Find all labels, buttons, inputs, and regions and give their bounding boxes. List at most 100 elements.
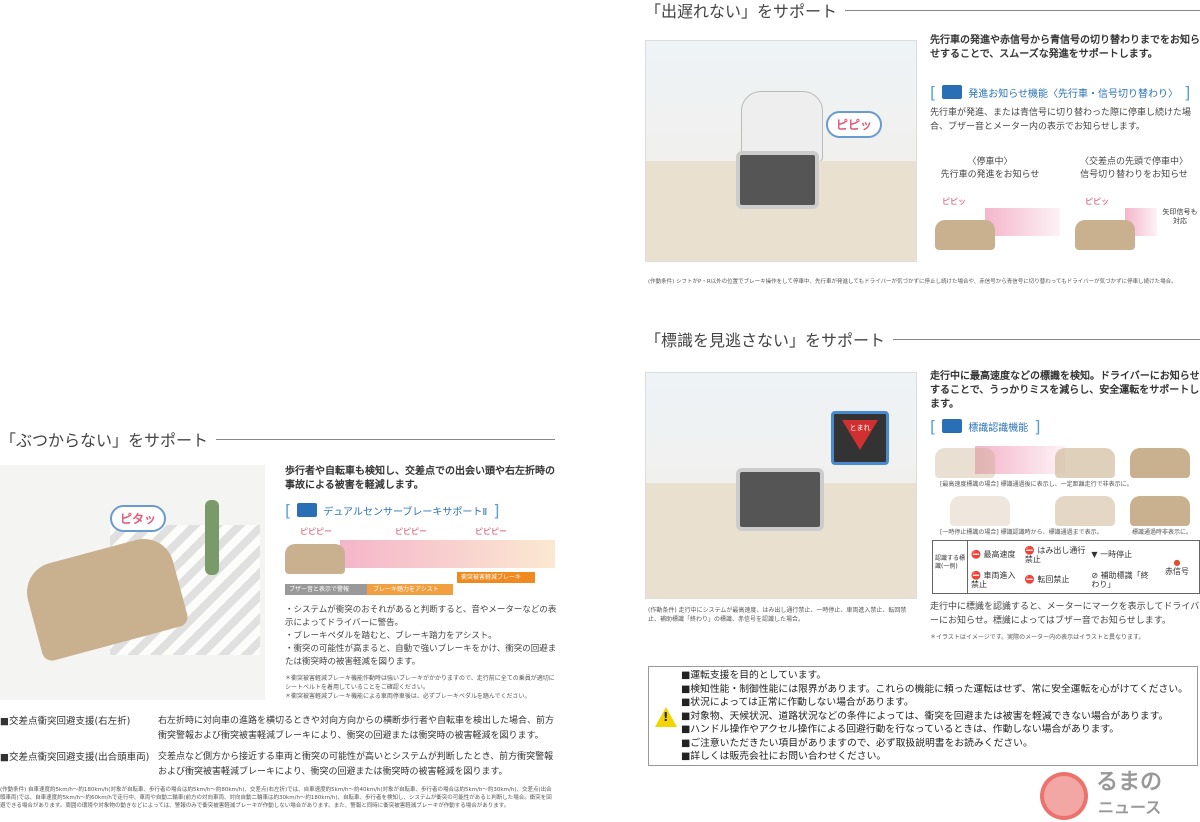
warning-item: ■ご注意いただきたい項目がありますので、必ず取扱説明書をお読みください。 [681,737,1033,749]
sign-label: 赤信号 [1165,567,1189,576]
sign-label: 車両進入禁止 [971,570,1016,589]
bullet-item: ・ブレーキペダルを踏むと、ブレーキ踏力をアシスト。 [285,631,497,641]
beep-text: ピピッ [1085,197,1109,206]
sign-label: はみ出し通行禁止 [1024,545,1086,564]
beep-text: ピピピー [395,527,427,536]
signal-note: 矢印信号も対応 [1162,208,1198,225]
note-list: ＊衝突被害軽減ブレーキ機能作動時は強いブレーキがかかりますので、走行前に全ての乗… [285,674,555,701]
sign-label: 補助標識「終わり」 [1091,570,1149,589]
feature-text: デュアルセンサーブレーキサポートⅡ [323,506,488,518]
label-line: 先行車の発進をお知らせ [940,170,1040,180]
case-caption: [一時停止標識の場合] 標識認識時から、標識通過まで表示。 [940,529,1103,536]
condition-note: (作動条件) 自車速度約5km/h〜約180km/h(対象が自転車、歩行者の場合… [0,787,552,809]
case-caption: [最高速度標識の場合] 標識通過後に表示し、一定距離走行で非表示に。 [940,481,1133,488]
section-heading-signs: 「標識を見逃さない」をサポート [645,327,1200,351]
sensor-beam [985,208,1060,236]
item-row: ■交差点衝突回避支援(出合頭車両) 交差点など側方から接近する車両と衝突の可能性が… [0,750,555,780]
warning-item: ■運転支援を目的としています。 [681,670,827,681]
divider [216,438,555,440]
car [1075,220,1135,250]
illustration-collision-intersection: ピタッ [0,465,265,700]
sign-no-uturn: ⛔ 転回禁止 [1024,575,1070,584]
kuruma-news-logo: るまの ニュース [1040,770,1200,822]
display-screen [736,151,819,209]
diagram-front-car-start: ピピッ [930,190,1060,255]
logo-text: るまの [1096,770,1163,795]
sign-label: 最高速度 [983,550,1016,559]
body-text: 先行車が発進、または青信号に切り替わった際に停車し続けた場合、ブザー音とメーター… [930,108,1192,132]
label-line: 〈停車中〉 [967,157,1013,167]
item-text: 交差点など側方から接近する車両と衝突の可能性が高いとシステムが判断したとき、前方… [158,752,554,777]
diagram-stop-sign [935,494,1200,526]
red-light-icon: ● [1173,558,1181,567]
beep-text: ピピピー [300,527,332,536]
car [1055,496,1115,526]
condition-note: (作動条件) シフトがP・R以外の位置でブレーキ操作をして停車中、先行車が発進し… [648,279,1177,285]
sign-red-light: ●赤信号 [1158,558,1196,576]
diagram-signal-change: ピピッ 矢印信号も対応 [1075,190,1200,255]
item-text: 右左折時に対向車の進路を横切るときや対向方向からの横断歩行者や自転車を検出した場… [158,716,555,741]
warning-icon: ! [655,707,677,727]
divider [845,9,1200,11]
item-title: ■交差点衝突回避支援(出合頭車両) [0,752,150,763]
heading-text: 「ぶつからない」をサポート [0,431,209,450]
condition-note: (作動条件) 走行中にシステムが最高速度、はみ出し通行禁止、一時停止、車両進入禁… [648,607,907,623]
table-head: 認識する標識(一例) [933,541,968,593]
left-diagram-label: 〈停車中〉先行車の発進をお知らせ [930,156,1050,182]
beep-bubble: ピタッ [110,505,167,532]
diagram-brake-support: ピピピー ピピピー ピピピー ブザー音と表示で警報 ブレーキ踏力をアシスト 衝突… [285,526,555,598]
car [285,544,345,574]
car [1130,448,1190,478]
warning-item: ■検知性能・制御性能には限界があります。これらの機能に頼った運転はせず、常に安全… [681,683,1188,695]
illustration-start-cockpit: ピピッ [645,40,917,262]
logo-text: ニュース [1098,798,1162,817]
sign-no-entry: ⛔ 車両進入禁止 [971,570,1016,589]
car [935,448,995,478]
feature-label: [発進お知らせ機能〈先行車・信号切り替わり〉] [930,82,1191,102]
sensor-beam [340,540,555,568]
illustration-signs-cockpit: とまれ [645,372,917,599]
section-heading-collision: 「ぶつからない」をサポート [0,427,555,451]
label-line: 〈交差点の先頭で停車中〉 [1079,157,1188,167]
note-item: ＊衝突被害軽減ブレーキ機能作動時は強いブレーキがかかりますので、走行前に全ての乗… [285,675,555,691]
item-row: ■交差点衝突回避支援(右左折) 右左折時に対向車の進路を横切るときや対向方向からの… [0,714,555,744]
warning-box: ! ■運転支援を目的としています。 ■検知性能・制御性能には限界があります。これ… [648,666,1198,766]
section-heading-start: 「出遅れない」をサポート [645,0,1200,22]
stop-sign-text: とまれ [849,424,871,432]
body-text: 走行中に標識を認識すると、メーターにマークを表示してドライバーにお知らせ。標識に… [930,602,1200,626]
warning-item: ■詳しくは販売会社にお問い合わせください。 [681,751,887,762]
car [950,496,1010,526]
beep-text: ピピピー [475,527,507,536]
bullet-list: ・システムが衝突のおそれがあると判断すると、音やメーターなどの表示によってドライ… [285,604,560,669]
heading-text: 「標識を見逃さない」をサポート [645,331,886,350]
warning-list: ■運転支援を目的としています。 ■検知性能・制御性能には限界があります。これらの… [681,669,1188,764]
feature-text: 標識認識機能 [968,422,1029,434]
feature-icon [942,419,963,433]
heading-text: 「出遅れない」をサポート [645,2,838,21]
feature-label: [デュアルセンサーブレーキサポートⅡ] [285,500,500,520]
pedestrian [205,500,219,575]
bullet-item: ・システムが衝突のおそれがあると判断すると、音やメーターなどの表示によってドライ… [285,605,557,628]
car [1055,448,1115,478]
right-diagram-label: 〈交差点の先頭で停車中〉信号切り替わりをお知らせ [1068,156,1200,182]
feature-icon [297,503,318,517]
beep-bubble: ピピッ [826,111,883,138]
logo-mark [1040,772,1088,820]
warning-item: ■対象物、天候状況、道路状況などの条件によっては、衝突を回避または被害を軽減でき… [681,710,1169,722]
sign-label: 一時停止 [1100,550,1133,559]
sign-no-overtake: ⛔ はみ出し通行禁止 [1024,545,1086,564]
item-title: ■交差点衝突回避支援(右左折) [0,716,131,727]
sign-end: ⊘ 補助標識「終わり」 [1091,570,1149,589]
stop-sign-icon [842,420,878,450]
divider [893,338,1200,340]
phase-brake-assist: ブレーキ踏力をアシスト [367,584,453,595]
collision-items: ■交差点衝突回避支援(右左折) 右左折時に対向車の進路を横切るときや対向方向からの… [0,714,555,780]
car [1130,496,1190,526]
label-line: 信号切り替わりをお知らせ [1080,170,1188,180]
case-caption: 標識通過時非表示に。 [1132,529,1193,536]
note-text: ＊イラストはイメージです。実際のメーター内の表示はイラストと異なります。 [930,634,1145,641]
bullet-item: ・衝突の可能性が高まると、自動で強いブレーキをかけ、衝突の回避または衝突時の被害… [285,644,557,667]
sign-speed: ⛔ 最高速度 [971,550,1016,559]
display-screen [736,468,824,531]
sign-display: とまれ [831,411,889,465]
